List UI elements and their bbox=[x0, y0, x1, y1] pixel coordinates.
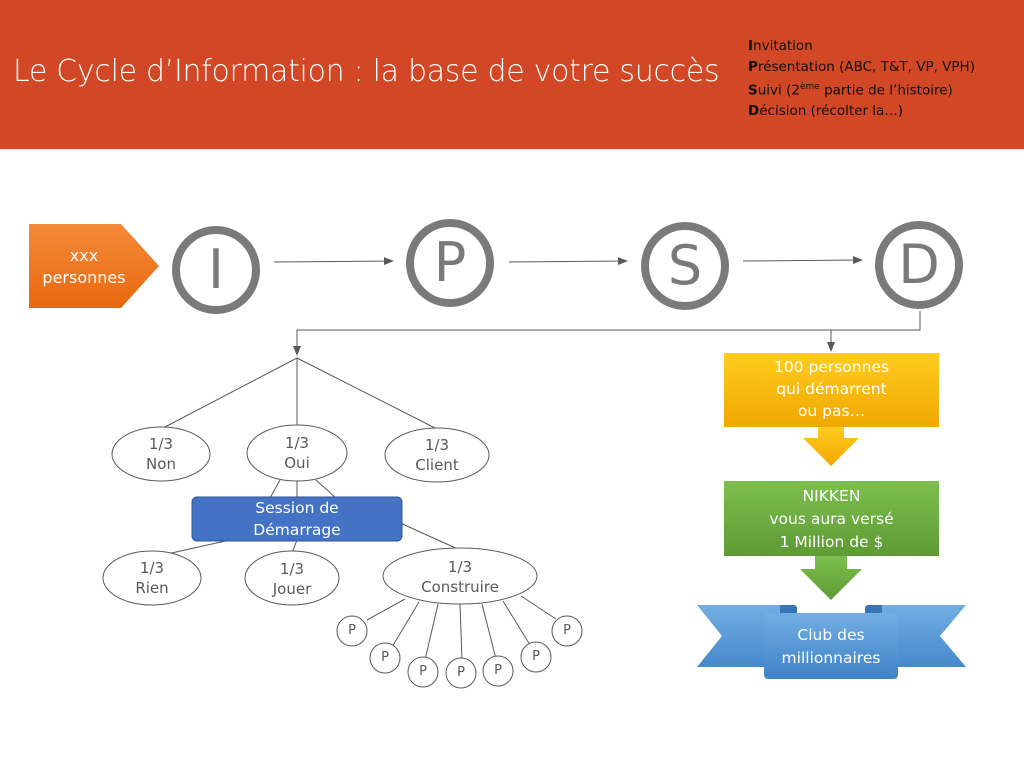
page-title: Le Cycle d’Information : la base de votr… bbox=[13, 54, 720, 89]
oval-non bbox=[111, 426, 211, 482]
step-label-p: P bbox=[433, 231, 467, 294]
start-arrow-shape bbox=[29, 224, 159, 308]
arrow-down-yellow bbox=[803, 427, 859, 466]
p-label-6: P bbox=[532, 649, 540, 664]
legend-line-invitation: Invitation bbox=[748, 38, 813, 54]
legend-line-suivi: Suivi (2ème partie de l’histoire) bbox=[748, 82, 953, 99]
p-label-3: P bbox=[419, 664, 427, 679]
arrow-p-to-s bbox=[508, 257, 628, 266]
p-label-7: P bbox=[563, 623, 571, 638]
oval-rien bbox=[102, 550, 202, 606]
p-circle-1 bbox=[336, 615, 368, 647]
step-label-s: S bbox=[667, 234, 703, 297]
p-circle-5 bbox=[482, 655, 514, 687]
p-label-1: P bbox=[348, 623, 356, 638]
legend-line-presentation: Présentation (ABC, T&T, VP, VPH) bbox=[748, 58, 975, 75]
p-circle-4 bbox=[445, 657, 477, 689]
box-nikken-label: NIKKEN vous aura versé 1 Million de $ bbox=[769, 487, 894, 551]
tree-lines-level1 bbox=[162, 357, 436, 429]
oval-jouer bbox=[244, 550, 340, 606]
step-label-d: D bbox=[898, 233, 940, 296]
step-circle-p bbox=[406, 219, 494, 307]
box-100-personnes-label: 100 personnes qui démarrent ou pas… bbox=[773, 358, 890, 420]
p-circle-6 bbox=[520, 641, 552, 673]
session-box bbox=[191, 496, 403, 542]
p-label-2: P bbox=[381, 650, 389, 665]
header-banner: Le Cycle d’Information : la base de votr… bbox=[0, 0, 1024, 149]
p-circle-3 bbox=[407, 656, 439, 688]
p-label-5: P bbox=[494, 663, 502, 678]
start-arrow-label: xxx personnes bbox=[42, 246, 126, 287]
oval-client bbox=[384, 427, 490, 483]
arrow-s-to-d bbox=[742, 256, 863, 265]
banner-club-millionnaires bbox=[697, 605, 966, 679]
box-nikken bbox=[724, 481, 939, 556]
tree-lines-construire-p bbox=[366, 595, 557, 662]
arrow-down-green bbox=[800, 556, 862, 600]
box-100-personnes bbox=[724, 353, 939, 427]
p-circle-7 bbox=[551, 615, 583, 647]
connector-d bbox=[293, 311, 921, 356]
legend-line-decision: Décision (récolter la…) bbox=[748, 103, 904, 119]
p-circles bbox=[336, 615, 583, 689]
step-circle-s bbox=[641, 222, 729, 310]
arrow-i-to-p bbox=[273, 257, 394, 266]
p-circle-2 bbox=[369, 642, 401, 674]
p-label-4: P bbox=[457, 665, 465, 680]
step-label-i: I bbox=[208, 238, 224, 301]
tree-lines-oui-session bbox=[269, 479, 337, 499]
step-circle-d bbox=[875, 221, 963, 309]
banner-label: Club des millionnaires bbox=[781, 626, 881, 667]
ipsd-legend: Invitation Présentation (ABC, T&T, VP, V… bbox=[748, 36, 975, 122]
step-circle-i bbox=[172, 226, 260, 314]
